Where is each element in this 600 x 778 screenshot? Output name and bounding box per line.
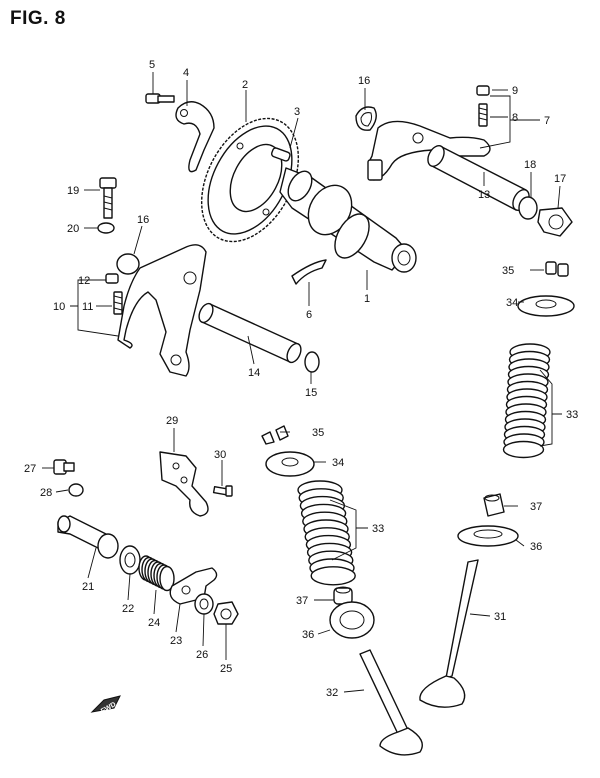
callout-22: 22 [122, 603, 134, 615]
callout-9: 9 [512, 85, 518, 97]
part-17-plug [537, 207, 573, 237]
part-31-valve [419, 559, 479, 708]
part-35-cotter-top [545, 261, 569, 277]
part-16-oring-top [355, 106, 377, 131]
spring-coil [502, 440, 545, 459]
callout-36-right: 36 [530, 541, 542, 553]
callout-5: 5 [149, 59, 155, 71]
part-25-nut [213, 601, 239, 625]
leader-lines [42, 72, 562, 693]
part-3-pin [270, 147, 291, 162]
part-22-washer [119, 545, 141, 575]
callout-2: 2 [242, 79, 248, 91]
part-20-washer [97, 222, 115, 234]
part-10-rocker-arm [117, 244, 207, 377]
callout-10: 10 [53, 301, 65, 313]
callout-8: 8 [512, 112, 518, 124]
callout-28: 28 [40, 487, 52, 499]
callout-12: 12 [78, 275, 90, 287]
callout-labels: 5 4 2 3 16 9 8 7 19 20 16 18 17 13 12 10… [24, 59, 578, 699]
callout-33-top: 33 [566, 409, 578, 421]
front-direction-marker: FWD [90, 695, 121, 715]
part-15-oring [304, 351, 320, 373]
callout-23: 23 [170, 635, 182, 647]
part-37-seal-right [483, 493, 505, 517]
part-24-spring [138, 555, 175, 592]
part-34-retainer-middle [265, 451, 315, 477]
part-18-oring [518, 196, 538, 220]
callout-34-middle: 34 [332, 457, 344, 469]
part-5-bolt [145, 93, 175, 104]
callout-18: 18 [524, 159, 536, 171]
callout-16-top: 16 [358, 75, 370, 87]
part-6-clip [291, 259, 327, 285]
callout-16-left: 16 [137, 214, 149, 226]
part-26-washer [194, 593, 214, 615]
part-35-cotter-middle [261, 425, 289, 445]
part-36-seat-right [457, 525, 519, 547]
part-36-seat-middle [329, 601, 375, 639]
callout-31: 31 [494, 611, 506, 623]
callout-26: 26 [196, 649, 208, 661]
callout-21: 21 [82, 581, 94, 593]
callout-30: 30 [214, 449, 226, 461]
part-27-bolt [53, 459, 75, 475]
figure-title: FIG. 8 [10, 8, 66, 29]
callout-37-right: 37 [530, 501, 542, 513]
callout-7: 7 [544, 115, 550, 127]
part-9-nut [476, 85, 490, 96]
callout-29: 29 [166, 415, 178, 427]
part-28-washer [68, 483, 84, 497]
part-32-valve [359, 649, 423, 756]
callout-19: 19 [67, 185, 79, 197]
callout-6: 6 [306, 309, 312, 321]
part-29-bracket [159, 451, 209, 517]
callout-15: 15 [305, 387, 317, 399]
callout-35-middle: 35 [312, 427, 324, 439]
part-4-plate [175, 101, 215, 173]
spring-coil [310, 566, 356, 586]
part-16-oring-left [116, 253, 140, 275]
callout-36-middle: 36 [302, 629, 314, 641]
part-30-screw [212, 485, 233, 497]
part-2-cam-sprocket [200, 117, 300, 243]
callout-11: 11 [82, 301, 93, 313]
part-34-retainer-top [517, 295, 575, 317]
part-11-adjust-screw [113, 291, 123, 315]
callout-14: 14 [248, 367, 260, 379]
part-33-spring-top [502, 343, 551, 459]
callout-32: 32 [326, 687, 338, 699]
callout-27: 27 [24, 463, 36, 475]
callout-20: 20 [67, 223, 79, 235]
callout-34-top: 34 [506, 297, 518, 309]
part-7-rocker-arm [367, 120, 491, 181]
part-37-seal-middle [333, 586, 353, 605]
callout-37-middle: 37 [296, 595, 308, 607]
part-23-plate [169, 567, 218, 605]
part-12-nut [105, 273, 119, 284]
part-1-camshaft [279, 167, 417, 273]
callout-25: 25 [220, 663, 232, 675]
part-14-rocker-shaft [198, 302, 302, 364]
callout-17: 17 [554, 173, 566, 185]
callout-33-middle: 33 [372, 523, 384, 535]
callout-4: 4 [183, 67, 189, 79]
part-19-bolt [99, 177, 117, 219]
callout-3: 3 [294, 106, 300, 118]
part-33-spring-middle [297, 480, 356, 586]
callout-13: 13 [478, 189, 490, 201]
callout-24: 24 [148, 617, 160, 629]
callout-1: 1 [364, 293, 370, 305]
part-21-shaft [57, 515, 119, 559]
spring-coil [159, 565, 175, 592]
part-13-rocker-shaft [427, 145, 530, 211]
part-8-adjust-screw [478, 103, 488, 127]
callout-35-top: 35 [502, 265, 514, 277]
